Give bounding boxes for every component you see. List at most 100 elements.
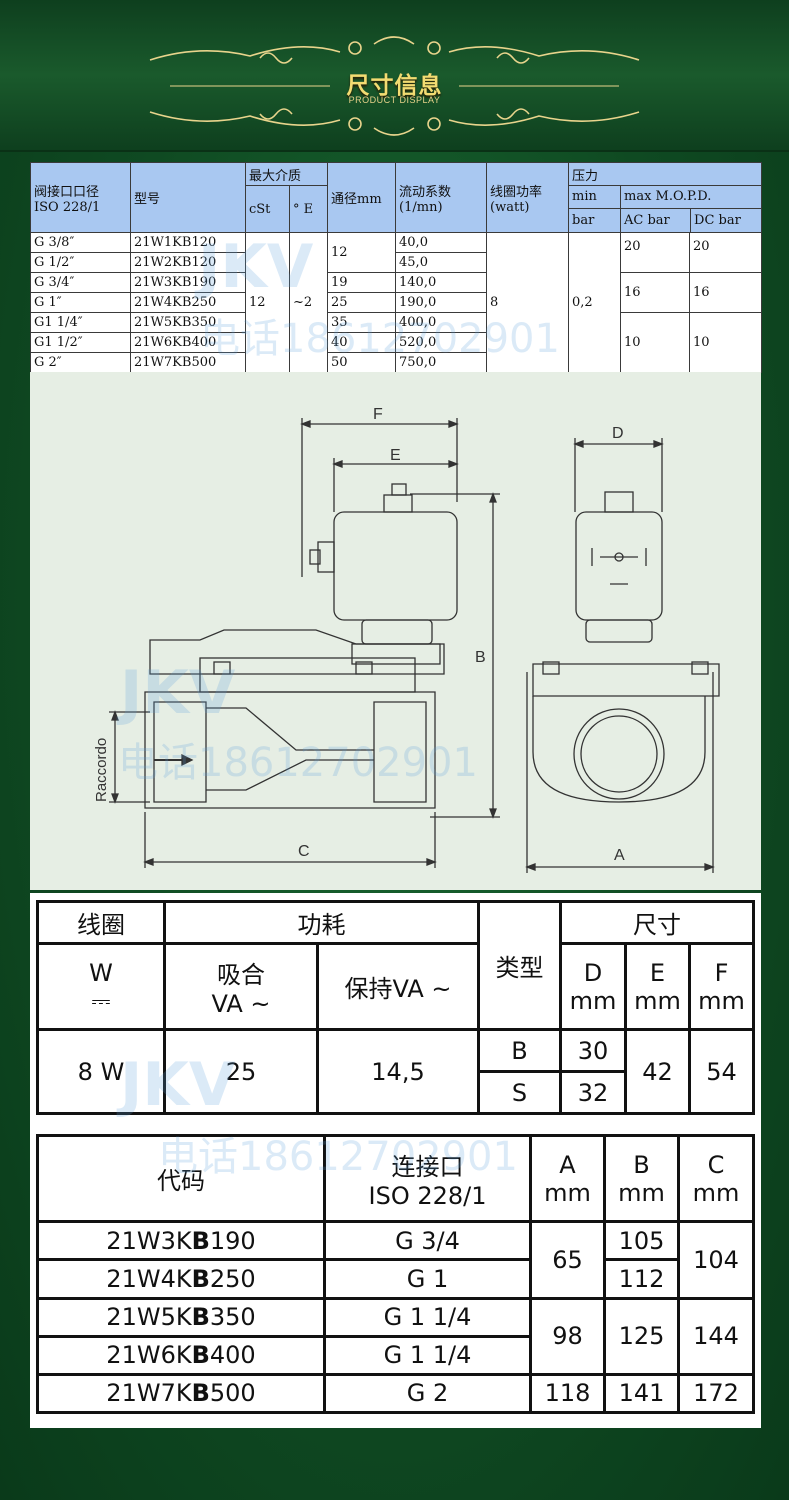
side-view (109, 418, 500, 868)
header-power-consumption: 功耗 (163, 900, 480, 945)
ornament-decoration (149, 36, 640, 136)
header-code: 代码 (36, 1133, 326, 1224)
header-watt: W⎓ (36, 942, 166, 1031)
bore-cell: 50 (327, 352, 397, 373)
flow-cell: 45,0 (395, 252, 488, 273)
connection-cell: G 1 1/4 (323, 1296, 532, 1338)
port-cell: G 3/4″ (30, 272, 131, 293)
d-value-b: 30 (559, 1028, 627, 1073)
banner-title: 尺寸信息 (346, 73, 443, 99)
header-banner: 尺寸信息 PRODUCT DISPLAY (0, 0, 789, 152)
dim-label-d: D (612, 425, 624, 442)
c-cell: 104 (677, 1220, 755, 1300)
a-cell: 65 (529, 1220, 606, 1300)
flow-cell: 750,0 (395, 352, 488, 373)
flow-cell: 400,0 (395, 312, 488, 333)
port-cell: G 1/2″ (30, 252, 131, 273)
header-size: 尺寸 (559, 900, 755, 945)
e-value: 42 (624, 1028, 691, 1115)
port-cell: G 3/8″ (30, 232, 131, 253)
code-cell: 21W3KB190 (36, 1220, 326, 1262)
f-value: 54 (688, 1028, 755, 1115)
code-cell: 21W6KB400 (36, 1334, 326, 1376)
model-cell: 21W2KB120 (130, 252, 246, 273)
header-type: 类型 (477, 900, 562, 1031)
technical-drawing: F E B C D A Raccordo (30, 372, 761, 890)
model-cell: 21W4KB250 (130, 292, 246, 313)
dim-label-b: B (475, 649, 486, 666)
type-b: B (477, 1028, 562, 1073)
connection-cell: G 2 (323, 1372, 532, 1415)
model-cell: 21W7KB500 (130, 352, 246, 373)
b-cell: 112 (603, 1258, 680, 1300)
inrush-value: 25 (163, 1028, 319, 1115)
min-bar-cell: 0,2 (568, 232, 622, 373)
watt-value: 8 W (36, 1028, 166, 1115)
model-cell: 21W6KB400 (130, 332, 246, 353)
d-value-s: 32 (559, 1070, 627, 1115)
dc-cell: 20 (689, 232, 763, 273)
dc-cell: 16 (689, 272, 763, 313)
header-holding: 保持VA ~ (316, 942, 480, 1031)
ac-cell: 16 (620, 272, 691, 313)
model-cell: 21W1KB120 (130, 232, 246, 253)
header-coil: 线圈 (36, 900, 166, 945)
dc-cell: 10 (689, 312, 763, 373)
power-cell: 8 (486, 232, 570, 373)
connection-cell: G 1 1/4 (323, 1334, 532, 1376)
valve-drawing-svg: F E B C D A Raccordo (93, 406, 720, 873)
dc-symbol-icon: ⎓ (91, 986, 111, 1015)
bore-cell: 19 (327, 272, 397, 293)
code-cell: 21W5KB350 (36, 1296, 326, 1338)
flow-cell: 140,0 (395, 272, 488, 293)
c-cell: 172 (677, 1372, 755, 1415)
port-cell: G1 1/4″ (30, 312, 131, 333)
type-s: S (477, 1070, 562, 1115)
model-cell: 21W3KB190 (130, 272, 246, 293)
code-cell: 21W4KB250 (36, 1258, 326, 1300)
a-cell: 98 (529, 1296, 606, 1376)
dim-label-c: C (298, 843, 310, 860)
header-model: 型号 (130, 162, 246, 233)
header-deg: ° E (288, 185, 329, 233)
b-cell: 125 (603, 1296, 680, 1376)
flow-cell: 520,0 (395, 332, 488, 353)
dim-label-raccordo: Raccordo (93, 738, 110, 802)
holding-value: 14,5 (316, 1028, 480, 1115)
banner-subtitle: PRODUCT DISPLAY (348, 95, 441, 105)
connection-cell: G 3/4 (323, 1220, 532, 1262)
dim-label-a: A (614, 847, 625, 864)
header-cst: cSt (245, 185, 290, 233)
header-min: min bar (568, 185, 622, 233)
header-power: 线圈功率(watt) (486, 162, 570, 233)
connection-cell: G 1 (323, 1258, 532, 1300)
dim-label-e: E (390, 447, 401, 464)
bore-cell: 12 (327, 232, 397, 273)
header-pressure: 压力 (568, 162, 763, 186)
header-mopd: max M.O.P.D. AC bar DC bar (620, 185, 763, 233)
b-cell: 141 (603, 1372, 680, 1415)
dim-label-f: F (373, 406, 383, 423)
header-flow: 流动系数(1/mn) (395, 162, 488, 233)
bore-cell: 25 (327, 292, 397, 313)
cst-cell: 12 (245, 232, 290, 373)
b-cell: 105 (603, 1220, 680, 1262)
code-cell: 21W7KB500 (36, 1372, 326, 1415)
ac-cell: 20 (620, 232, 691, 273)
header-bore: 通径mm (327, 162, 397, 233)
c-cell: 144 (677, 1296, 755, 1376)
header-medium: 最大介质 (244, 162, 329, 186)
front-view (525, 438, 720, 873)
model-cell: 21W5KB350 (130, 312, 246, 333)
